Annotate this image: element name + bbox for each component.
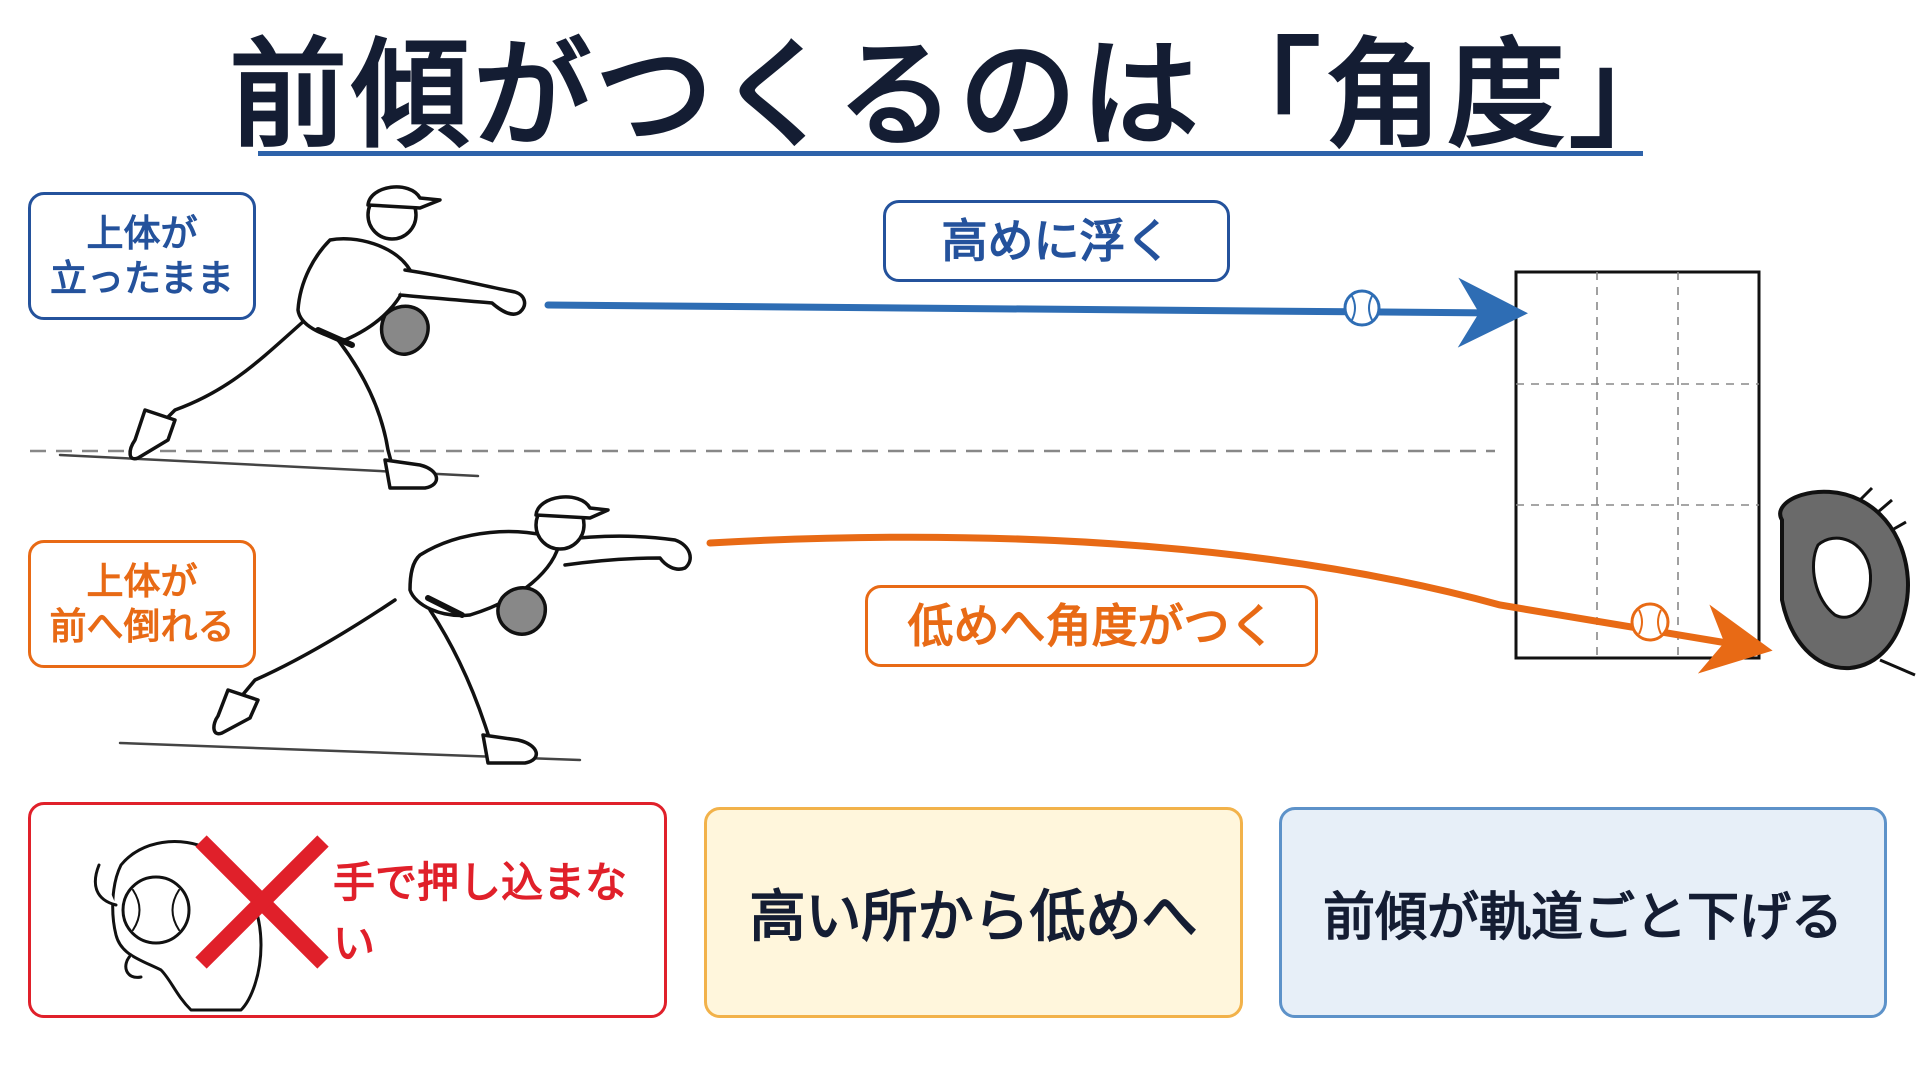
high-trajectory-label-text: 高めに浮く xyxy=(941,213,1172,268)
baseball-icon xyxy=(1343,289,1381,327)
high-to-low-text: 高い所から低めへ xyxy=(749,885,1198,950)
upright-label: 上体が 立ったまま xyxy=(28,192,256,320)
upright-label-line2: 立ったまま xyxy=(50,257,234,300)
tilt-lowers-text: 前傾が軌道ごと下げる xyxy=(1322,888,1843,948)
high-trajectory-label: 高めに浮く xyxy=(883,200,1230,282)
ng-box: 手で押し込まない xyxy=(28,802,667,1018)
pitcher-forward-figure xyxy=(118,495,692,765)
pitcher-upright-figure xyxy=(58,185,527,490)
ng-text: 手で押し込まない xyxy=(333,858,628,968)
tilt-lowers-box: 前傾が軌道ごと下げる xyxy=(1279,807,1887,1018)
forward-label-line2: 前へ倒れる xyxy=(49,605,235,648)
upright-label-line1: 上体が xyxy=(86,211,198,255)
page-title: 前傾がつくるのは「角度」 xyxy=(229,26,1691,164)
baseball-icon xyxy=(1630,602,1670,642)
hand-pushing-ball-icon xyxy=(93,835,329,1012)
catcher-mitt-icon xyxy=(1778,486,1916,677)
low-trajectory-label: 低めへ角度がつく xyxy=(865,585,1318,667)
ng-x-icon xyxy=(195,835,329,969)
strike-zone xyxy=(1514,270,1761,660)
low-trajectory-arrow xyxy=(706,533,1773,674)
low-trajectory-label-text: 低めへ角度がつく xyxy=(907,598,1276,653)
high-to-low-box: 高い所から低めへ xyxy=(704,807,1243,1018)
forward-label-line1: 上体が xyxy=(86,559,198,603)
title-underline xyxy=(258,151,1643,156)
high-trajectory-arrow xyxy=(544,277,1528,348)
forward-label: 上体が 前へ倒れる xyxy=(28,540,256,668)
